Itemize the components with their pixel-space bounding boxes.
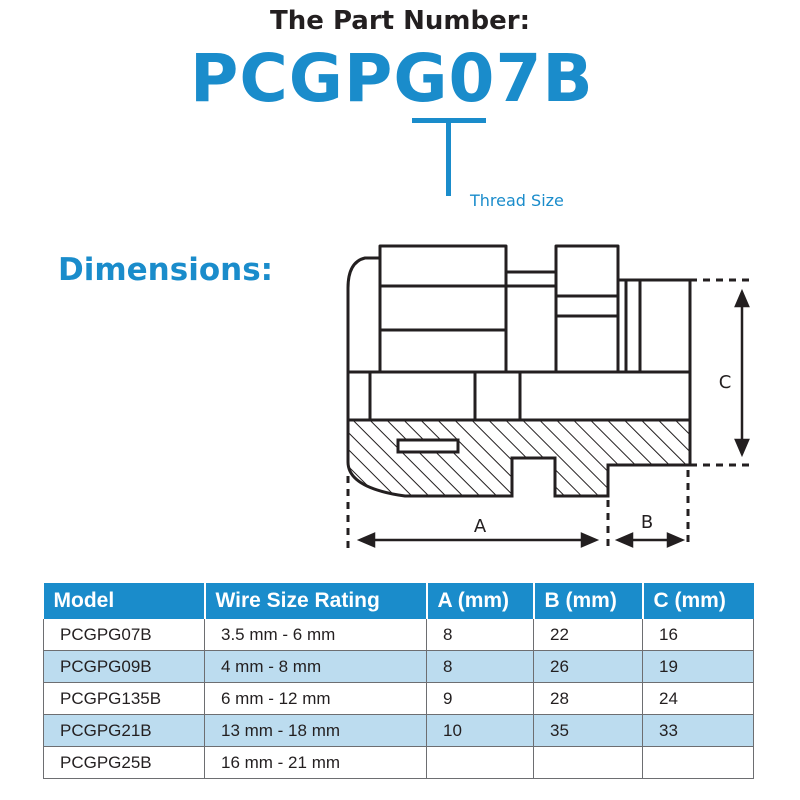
table-row: PCGPG07B 3.5 mm - 6 mm 8 22 16 xyxy=(43,619,754,651)
table-header-row: Model Wire Size Rating A (mm) B (mm) C (… xyxy=(43,583,754,619)
dimension-c-label: C xyxy=(719,372,732,393)
cell-wire-size: 4 mm - 8 mm xyxy=(204,650,427,683)
cell-b: 22 xyxy=(533,619,643,651)
cable-gland-drawing: A B C xyxy=(346,244,750,548)
column-header-wire-size: Wire Size Rating xyxy=(204,583,428,619)
column-header-model: Model xyxy=(43,583,206,619)
cell-b xyxy=(533,746,643,779)
cell-a: 8 xyxy=(426,650,534,683)
cell-wire-size: 3.5 mm - 6 mm xyxy=(204,619,427,651)
cell-a: 10 xyxy=(426,714,534,747)
table-row: PCGPG09B 4 mm - 8 mm 8 26 19 xyxy=(43,650,754,683)
cell-model: PCGPG25B xyxy=(43,746,205,779)
heading: The Part Number: xyxy=(270,6,530,36)
table-row: PCGPG135B 6 mm - 12 mm 9 28 24 xyxy=(43,682,754,715)
cell-c: 33 xyxy=(642,714,754,747)
column-header-c: C (mm) xyxy=(642,583,754,619)
cell-model: PCGPG135B xyxy=(43,682,205,715)
dimensions-table: Model Wire Size Rating A (mm) B (mm) C (… xyxy=(43,583,754,779)
cell-c: 16 xyxy=(642,619,754,651)
cell-c: 19 xyxy=(642,650,754,683)
cell-wire-size: 6 mm - 12 mm xyxy=(204,682,427,715)
cell-model: PCGPG21B xyxy=(43,714,205,747)
dimension-b-label: B xyxy=(641,512,653,533)
cell-wire-size: 16 mm - 21 mm xyxy=(204,746,427,779)
cell-b: 26 xyxy=(533,650,643,683)
gland-body xyxy=(346,244,692,422)
section-hatch xyxy=(346,418,692,498)
cell-a: 8 xyxy=(426,619,534,651)
table-row: PCGPG21B 13 mm - 18 mm 10 35 33 xyxy=(43,714,754,747)
dimensions-title: Dimensions: xyxy=(58,252,274,288)
seal-slot xyxy=(396,438,460,454)
dimension-arrows xyxy=(356,288,750,548)
table-row: PCGPG25B 16 mm - 21 mm xyxy=(43,746,754,779)
cell-model: PCGPG09B xyxy=(43,650,205,683)
dimension-a-label: A xyxy=(474,516,487,537)
cell-c: 24 xyxy=(642,682,754,715)
dimension-guides xyxy=(346,278,750,548)
part-number: PCGPG07B xyxy=(190,40,594,117)
cell-a: 9 xyxy=(426,682,534,715)
thread-size-label: Thread Size xyxy=(470,191,564,210)
cell-wire-size: 13 mm - 18 mm xyxy=(204,714,427,747)
cell-b: 28 xyxy=(533,682,643,715)
column-header-a: A (mm) xyxy=(426,583,535,619)
thread-bracket-vertical xyxy=(446,118,451,196)
column-header-b: B (mm) xyxy=(533,583,644,619)
cell-a xyxy=(426,746,534,779)
cell-c xyxy=(642,746,754,779)
cell-b: 35 xyxy=(533,714,643,747)
cell-model: PCGPG07B xyxy=(43,619,205,651)
